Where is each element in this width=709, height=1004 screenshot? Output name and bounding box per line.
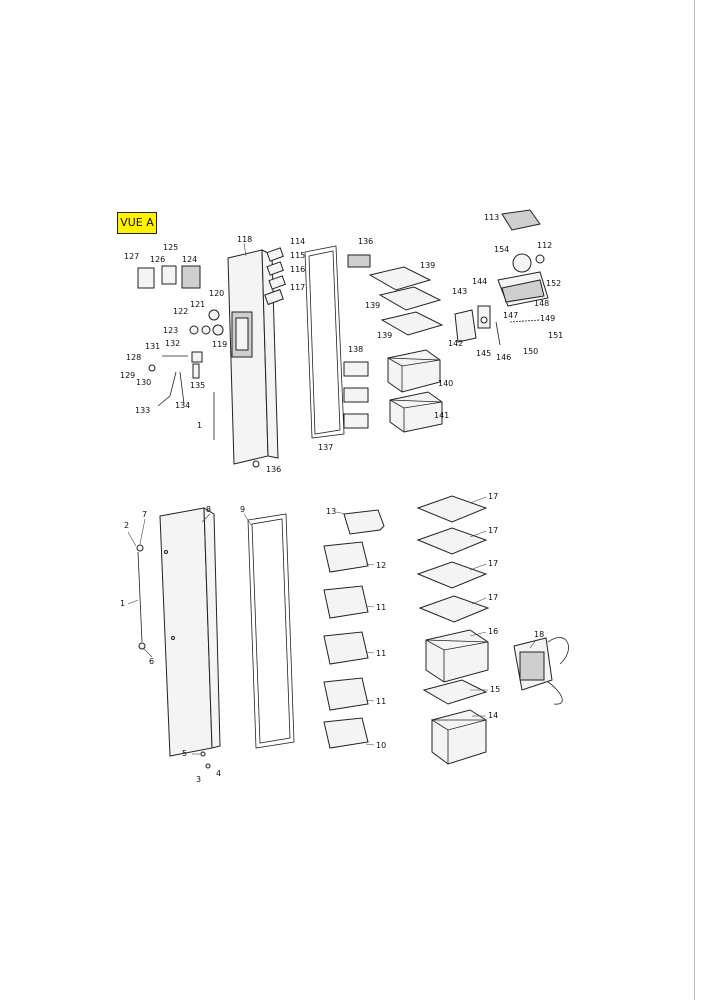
fridge-door-gasket	[247, 513, 295, 749]
label-18: 18	[534, 630, 544, 639]
label-17-a: 17	[488, 492, 498, 501]
freezer-door-gasket	[304, 245, 345, 439]
crisper-drawer-lower	[430, 709, 487, 765]
label-136-bottom: 136	[266, 465, 281, 474]
label-122: 122	[173, 307, 188, 316]
freezer-door-panel	[227, 249, 279, 465]
label-140: 140	[438, 379, 453, 388]
label-152: 152	[546, 279, 561, 288]
fridge-door-panel	[159, 507, 221, 757]
fridge-handle-bar	[137, 551, 143, 643]
label-12: 12	[376, 561, 386, 570]
label-116: 116	[290, 265, 305, 274]
label-6: 6	[149, 657, 154, 666]
label-148: 148	[534, 299, 549, 308]
view-label-badge: VUE A	[117, 212, 157, 234]
crisper-drawer-upper	[425, 629, 489, 683]
part-136-screw	[252, 460, 260, 468]
label-112: 112	[537, 241, 552, 250]
ice-maker-assembly	[497, 209, 549, 307]
label-135: 135	[190, 381, 205, 390]
label-124: 124	[182, 255, 197, 264]
label-131: 131	[145, 342, 160, 351]
label-7: 7	[142, 510, 147, 519]
label-2: 2	[124, 521, 129, 530]
label-115: 115	[290, 251, 305, 260]
label-118: 118	[237, 235, 252, 244]
part-6	[138, 642, 146, 650]
label-13: 13	[326, 507, 336, 516]
scan-edge-line	[694, 0, 695, 1000]
label-127: 127	[124, 252, 139, 261]
label-143: 143	[452, 287, 467, 296]
label-5: 5	[182, 749, 187, 758]
leader-lines	[127, 496, 537, 755]
label-138: 138	[348, 345, 363, 354]
label-126: 126	[150, 255, 165, 264]
label-119: 119	[212, 340, 227, 349]
label-149: 149	[540, 314, 555, 323]
label-154: 154	[494, 245, 509, 254]
freezer-small-parts	[264, 247, 286, 306]
label-114: 114	[290, 237, 305, 246]
label-150: 150	[523, 347, 538, 356]
label-16: 16	[488, 627, 498, 636]
drawer-cover	[422, 679, 488, 705]
label-121: 121	[190, 300, 205, 309]
label-15: 15	[490, 685, 500, 694]
part-5	[200, 751, 206, 757]
label-3: 3	[196, 775, 201, 784]
label-145: 145	[476, 349, 491, 358]
label-146: 146	[496, 353, 511, 362]
label-11-a: 11	[376, 603, 386, 612]
part-136-bracket	[347, 254, 371, 268]
label-17-b: 17	[488, 526, 498, 535]
label-9: 9	[240, 505, 245, 514]
label-151: 151	[548, 331, 563, 340]
label-1-top: 1	[197, 421, 202, 430]
label-128: 128	[126, 353, 141, 362]
fridge-glass-shelves	[416, 495, 490, 623]
label-10: 10	[376, 741, 386, 750]
label-147: 147	[503, 311, 518, 320]
label-125: 125	[163, 243, 178, 252]
label-1-bottom: 1	[120, 599, 125, 608]
fridge-door-bins	[323, 509, 385, 749]
label-17-c: 17	[488, 559, 498, 568]
freezer-baskets	[387, 349, 443, 433]
label-144: 144	[472, 277, 487, 286]
label-117: 117	[290, 283, 305, 292]
dispenser-parts	[454, 305, 541, 346]
part-7	[136, 544, 144, 552]
label-132: 132	[165, 339, 180, 348]
label-134: 134	[175, 401, 190, 410]
label-141: 141	[434, 411, 449, 420]
label-139-b: 139	[365, 301, 380, 310]
control-small-parts	[137, 265, 224, 407]
label-14: 14	[488, 711, 498, 720]
label-17-d: 17	[488, 593, 498, 602]
leader-118	[243, 242, 247, 257]
freezer-door-bins	[343, 361, 369, 429]
label-129: 129	[120, 371, 135, 380]
label-136-top: 136	[358, 237, 373, 246]
label-11-b: 11	[376, 649, 386, 658]
label-8: 8	[206, 505, 211, 514]
label-113: 113	[484, 213, 499, 222]
label-139-a: 139	[420, 261, 435, 270]
label-142: 142	[448, 339, 463, 348]
label-139-c: 139	[377, 331, 392, 340]
freezer-shelves	[368, 266, 444, 336]
label-11-c: 11	[376, 697, 386, 706]
label-137: 137	[318, 443, 333, 452]
label-133: 133	[135, 406, 150, 415]
label-130: 130	[136, 378, 151, 387]
label-4: 4	[216, 769, 221, 778]
label-123: 123	[163, 326, 178, 335]
label-120: 120	[209, 289, 224, 298]
part-4	[205, 763, 211, 769]
control-board	[513, 637, 569, 705]
